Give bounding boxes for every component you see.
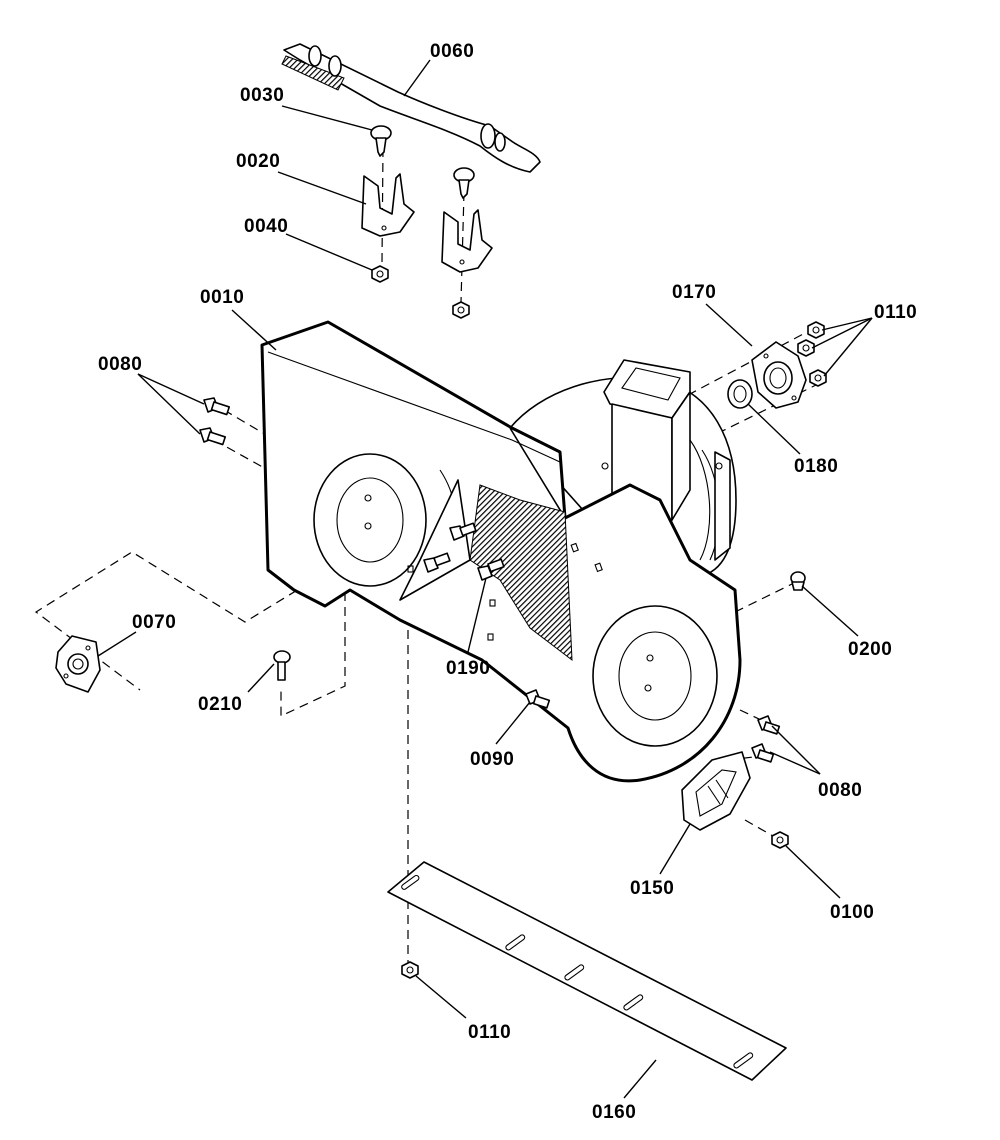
bolt-0090 — [525, 689, 551, 709]
nut-0100 — [771, 831, 789, 849]
auger-housing — [260, 320, 742, 783]
callout-0080-left: 0080 — [98, 354, 142, 375]
bolts-0080-left — [199, 397, 231, 446]
bolt-0200 — [790, 571, 806, 591]
leader-lines — [97, 59, 873, 1099]
callout-labels: 0060 0030 0020 0040 0010 0080 0170 0110 … — [98, 41, 917, 1123]
callout-0110-top: 0110 — [874, 302, 917, 323]
callout-0020: 0020 — [236, 151, 280, 172]
carriage-bolt-0210 — [273, 650, 291, 681]
callout-0180: 0180 — [794, 456, 838, 477]
callout-0210: 0210 — [198, 694, 242, 715]
skid-shoe-0150 — [681, 751, 751, 831]
nuts-0110-top — [797, 321, 827, 387]
callout-0090: 0090 — [470, 749, 514, 770]
callout-0150: 0150 — [630, 878, 674, 899]
callout-0030: 0030 — [240, 85, 284, 106]
callout-0070: 0070 — [132, 612, 176, 633]
nut-0040 — [371, 265, 470, 319]
callout-0160: 0160 — [592, 1102, 636, 1123]
handle-rod — [281, 43, 541, 173]
callout-0200: 0200 — [848, 639, 892, 660]
nut-0110-bottom — [401, 961, 419, 979]
clip-0020 — [361, 173, 493, 273]
callout-0100: 0100 — [830, 902, 874, 923]
callout-0080-right: 0080 — [818, 780, 862, 801]
callout-0170: 0170 — [672, 282, 716, 303]
bearing-0180 — [727, 379, 753, 409]
bearing-flange-0070 — [55, 635, 101, 693]
callout-0190: 0190 — [446, 658, 490, 679]
callout-0010: 0010 — [200, 287, 244, 308]
bolts-0190 — [423, 522, 505, 581]
callout-0060: 0060 — [430, 41, 474, 62]
scraper-bar — [387, 861, 787, 1081]
screw-0030 — [370, 125, 475, 199]
callout-0040: 0040 — [244, 216, 288, 237]
bearing-flange-0170 — [751, 341, 807, 409]
callout-0110-bottom: 0110 — [468, 1022, 511, 1043]
